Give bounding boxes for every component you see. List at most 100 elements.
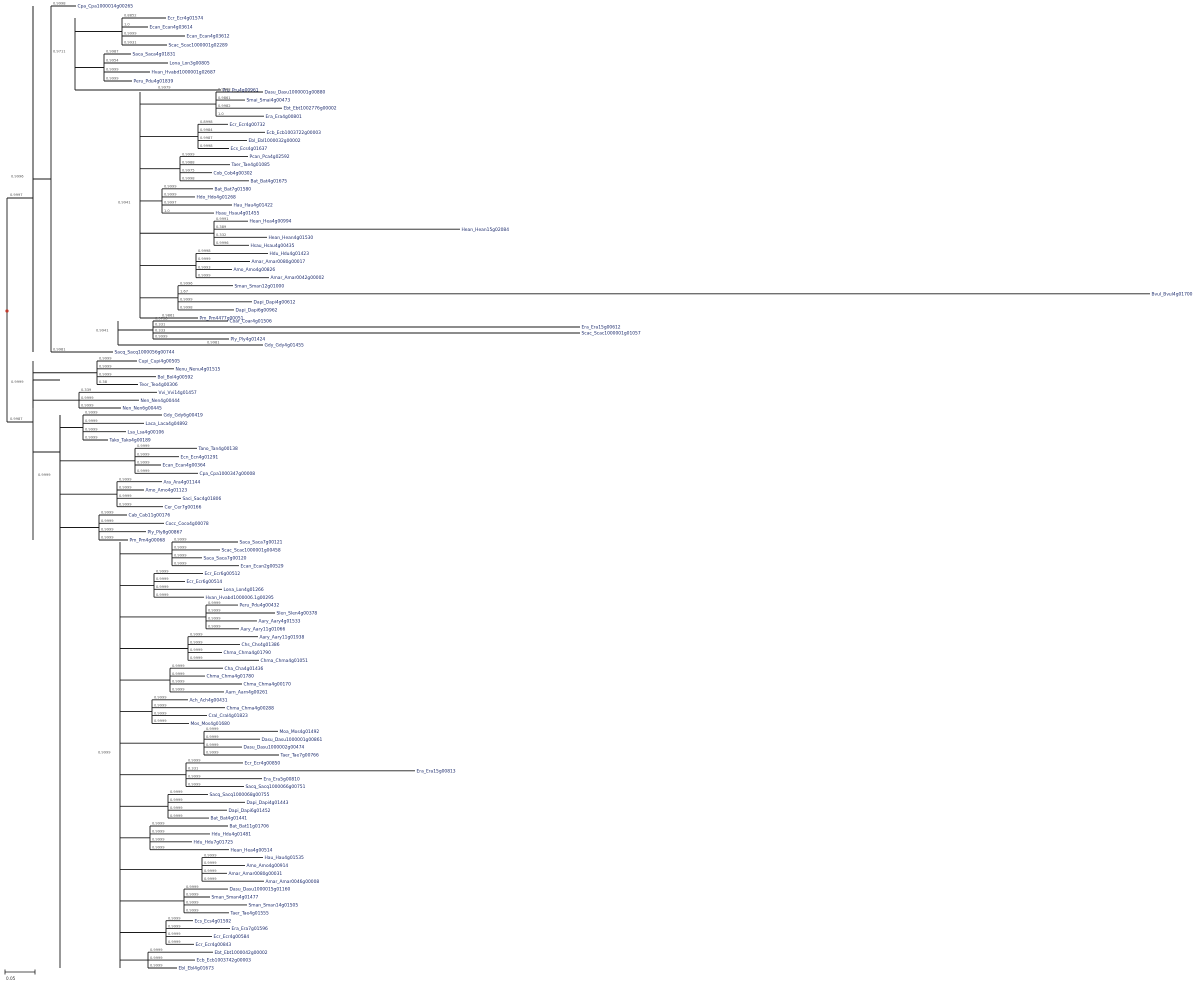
leaf-support: 0.9861 [218, 96, 231, 100]
root-support-upper: 0.9997 [10, 193, 23, 197]
leaf-label: Mos_Mos4g01680 [191, 721, 230, 727]
leaf-label: Ecan_Ecan4g03614 [150, 25, 193, 31]
leaf-label: Hvan_Hvabd1000001g02687 [152, 70, 216, 76]
leaf-support: 0.9999 [99, 357, 112, 361]
leaf-support: 0.9999 [155, 335, 168, 339]
leaf-support: 0.9979 [158, 86, 171, 90]
leaf-label: Ecan_Ecan4g00364 [163, 463, 206, 469]
leaf-support: 0.9999 [81, 396, 94, 400]
leaf-support: 0.332 [216, 233, 226, 237]
leaf-support: 0.9999 [156, 577, 169, 581]
leaf-label: Sacq_Sacq1000066g00751 [246, 784, 306, 790]
leaf-label: Cral_Cral4g01823 [209, 713, 249, 719]
leaf-support: 0.331 [155, 323, 165, 327]
leaf-support: 0.9999 [172, 664, 185, 668]
leaf-label: Ebt_Ebt1002776g00002 [284, 106, 337, 112]
leaf-support: 0.9999 [81, 404, 94, 408]
leaf-support: 0.9999 [154, 711, 167, 715]
leaf-support: 0.9758 [155, 317, 168, 321]
leaf-label: Teor_Teo4g00306 [139, 382, 178, 388]
leaf-label: Cer_Cer7g00166 [165, 504, 202, 510]
leaf-label: Ecr_Ecr4g01574 [168, 16, 204, 22]
leaf-label: Lona_Lon4g01266 [224, 587, 264, 593]
leaf-label: Hau_Hau4g01535 [265, 855, 304, 861]
leaf-label: Ply_Ply8g00867 [148, 529, 183, 535]
leaf-support: 0.9996 [216, 241, 229, 245]
leaf-support: 0.9999 [208, 624, 221, 628]
leaf-support: 0.9999 [186, 885, 199, 889]
leaf-support: 0.389 [216, 225, 227, 229]
leaf-support: 0.9999 [172, 688, 185, 692]
leaf-label: Amar_Amar0080g00017 [252, 259, 306, 265]
leaf-label: Dasu_Dasu1000002g00474 [244, 745, 305, 751]
leaf-label: Bat_Bat4g01441 [211, 816, 248, 822]
leaf-label: Amo_Amo4g01123 [146, 488, 188, 494]
leaf-label: Nen_Nen6g00445 [123, 406, 162, 412]
leaf-support: 0.9999 [174, 546, 187, 550]
leaf-support: 0.9982 [218, 104, 231, 108]
leaf-label: Sman_Sman12g01000 [235, 283, 285, 289]
leaf-support: 0.9999 [152, 822, 165, 826]
leaf-support: 0.9999 [186, 901, 199, 905]
leaf-label: Bvul_Bvul4g01700 [1152, 291, 1193, 297]
leaf-support: 0.9999 [186, 908, 199, 912]
leaf-label: Dapi_Dapi6g01452 [229, 808, 271, 814]
leaf-label: Hsau_Hsau4g01455 [216, 211, 260, 217]
leaf-label: Hean_Hea4g00994 [250, 219, 292, 225]
leaf-support: 0.9999 [186, 893, 199, 897]
leaf-support: 0.9999 [101, 519, 114, 523]
leaf-label: Chma_Chma4g01790 [224, 650, 272, 656]
leaf-support: 1.0 [218, 112, 224, 116]
leaf-label: Lona_Lon3g00805 [170, 61, 210, 67]
leaf-support: 0.9998 [180, 306, 193, 310]
leaf-support: 0.9999 [150, 964, 163, 968]
leaf-support: 0.9999 [85, 419, 98, 423]
leaf-label: Dasu_Dasu1000015g01160 [230, 887, 291, 893]
leaf-support: 0.9999 [188, 774, 201, 778]
leaf-label: Ecr_Ecr6g00512 [205, 571, 241, 577]
leaf-support: 0.9931 [124, 41, 137, 45]
leaf-label: Chma_Chma4g01780 [207, 674, 255, 680]
leaf-label: Coar_Coar4g01506 [230, 319, 272, 325]
leaf-support: 0.9999 [204, 869, 217, 873]
leaf-support: 0.9999 [174, 561, 187, 565]
leaf-label: Cha_Cha4g01436 [225, 666, 264, 672]
leaf-support: 0.9999 [174, 538, 187, 542]
leaf-label: Ecan_Ecan4g03612 [187, 34, 230, 40]
leaf-label: Aarn_Aarn4g00261 [226, 689, 268, 695]
leaf-label: Taer_Tae4g01085 [231, 162, 270, 168]
tree-labels: 0.99970.99870.99960.9998Cpa_Cpa1000014g0… [10, 2, 1193, 972]
leaf-support: 0.9999 [119, 477, 132, 481]
leaf-label: Aary_Aary4g01533 [259, 618, 301, 624]
leaf-support: 1.67 [180, 289, 188, 293]
leaf-label: Bat_Bat7g01580 [215, 186, 252, 192]
leaf-label: Amo_Amo4g00914 [247, 863, 289, 869]
leaf-label: Peru_Pdu4g00432 [240, 603, 280, 609]
clade-c4-support: 0.9941 [96, 329, 109, 333]
leaf-label: Ecb_Ecb1003742g00003 [197, 958, 252, 964]
leaf-label: Gdy_Gdy4g01455 [265, 343, 305, 349]
leaf-label: Bat_Bat11g01706 [230, 824, 270, 830]
leaf-support: 0.9999 [137, 444, 150, 448]
leaf-label: Hvan_Hvabd1000006.1g00295 [206, 595, 274, 601]
leaf-support: 0.9999 [150, 948, 163, 952]
leaf-support: 0.9999 [152, 837, 165, 841]
leaf-support: 0.9987 [200, 136, 213, 140]
leaf-support: 0.9975 [182, 168, 195, 172]
leaf-label: Peru_Pdu4g01839 [134, 79, 174, 85]
leaf-support: 0.9999 [156, 593, 169, 597]
leaf-label: Ecs_Ecs4g01637 [231, 146, 268, 152]
leaf-support: 0.9999 [170, 798, 183, 802]
leaf-label: Taer_Tae7g00766 [280, 753, 319, 759]
leaf-label: Vvi_Vvi14g01457 [159, 390, 197, 396]
leaf-label: Nen_Nen4g00444 [141, 398, 180, 404]
leaf-label: Slen_Slen4g00378 [277, 611, 318, 617]
leaf-support: 0.9999 [154, 719, 167, 723]
leaf-label: Ebt_Ebt1000042g00002 [215, 950, 268, 956]
leaf-support: 0.8852 [124, 14, 137, 18]
leaf-support: 0.9999 [168, 916, 181, 920]
leaf-label: Hdu_Hdu4g01481 [212, 831, 252, 837]
leaf-support: 1.0 [124, 23, 130, 27]
leaf-support: 0.9999 [172, 680, 185, 684]
leaf-label: Cob_Cob4g00302 [214, 170, 253, 176]
